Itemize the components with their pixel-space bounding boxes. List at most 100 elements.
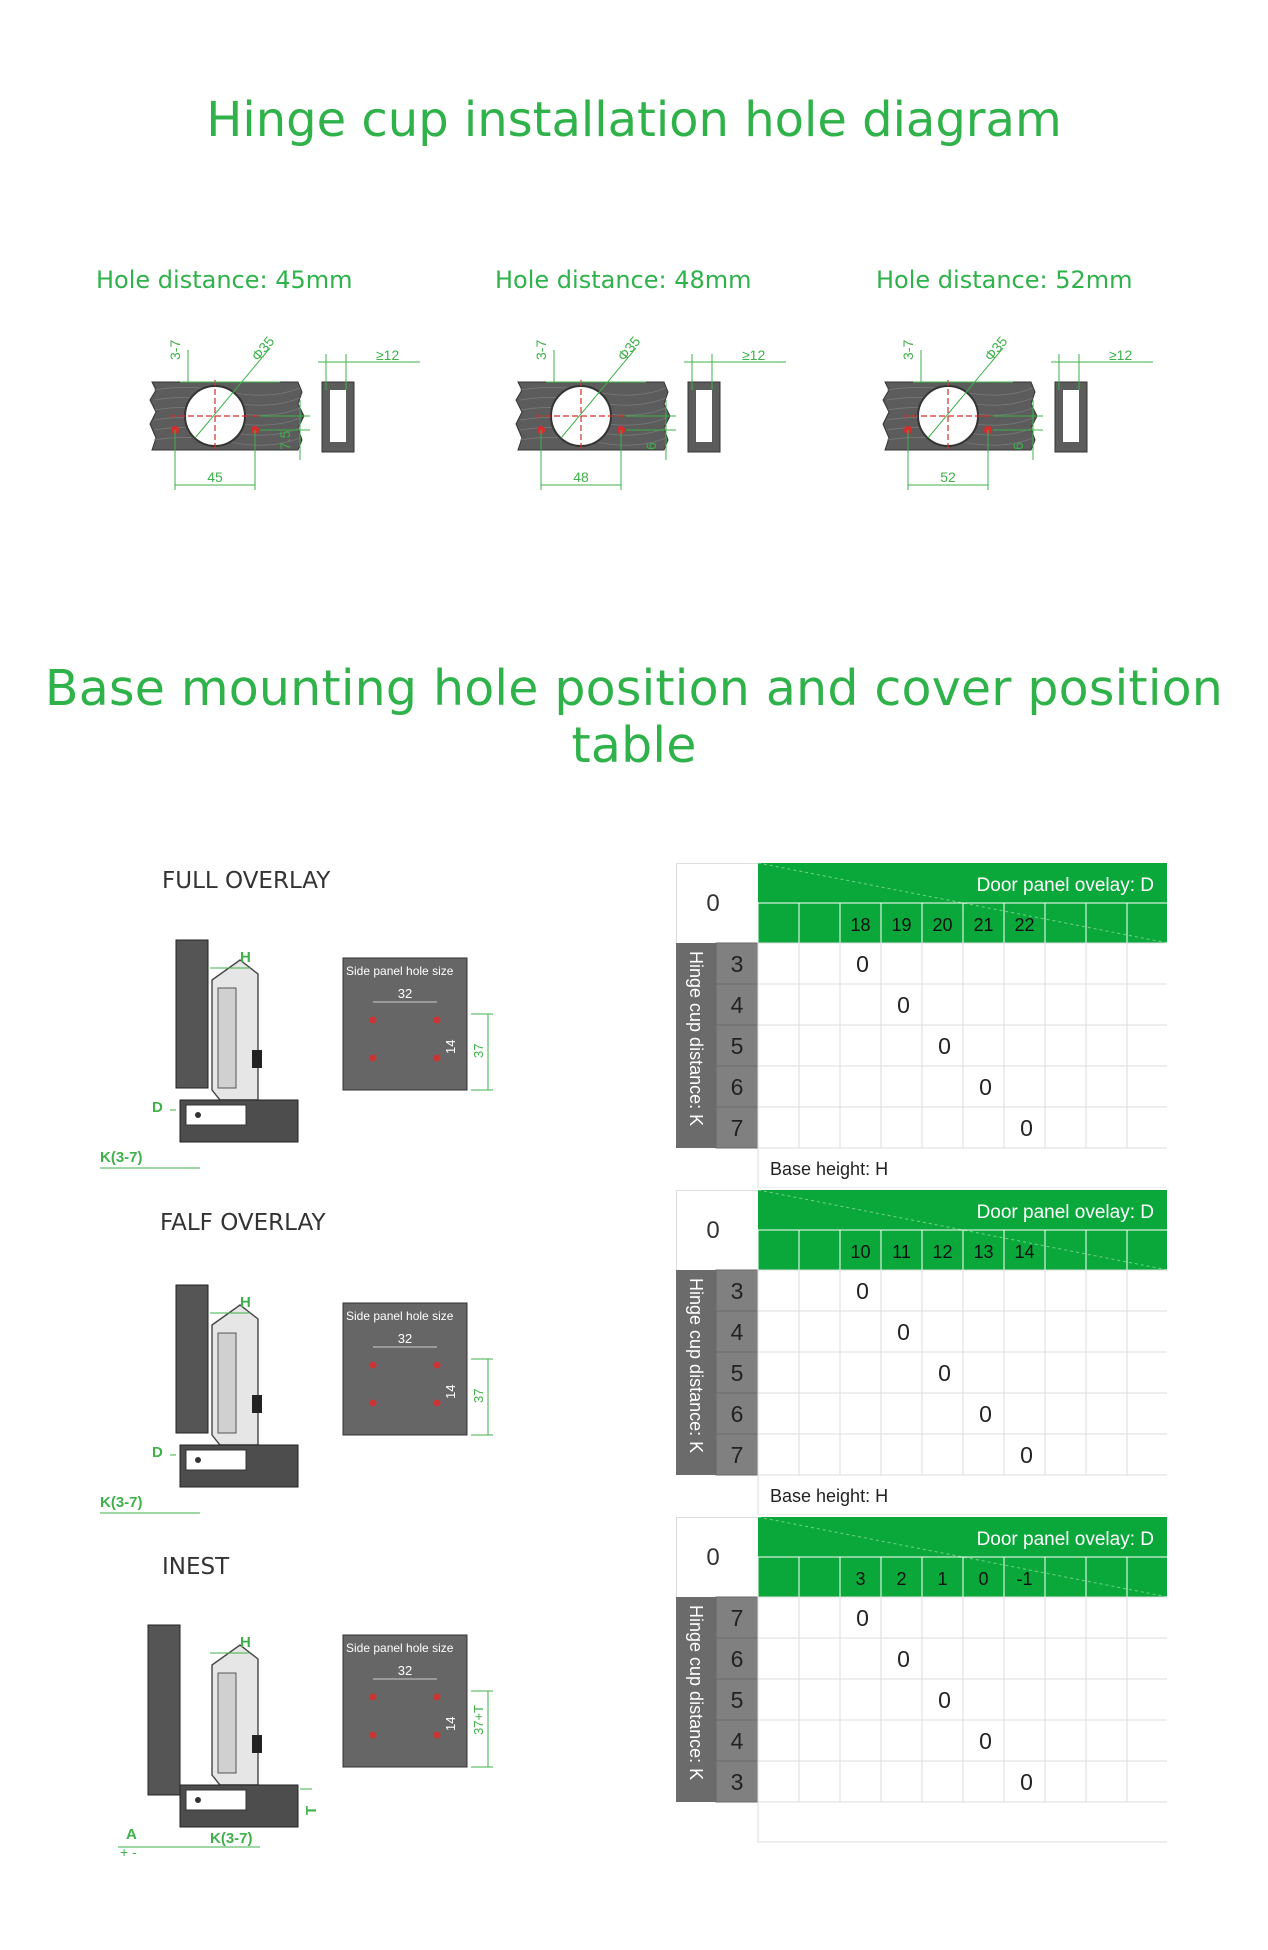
dim-height-label: 7.5 [277, 430, 293, 450]
column-header: 19 [891, 915, 911, 935]
panel-hole [369, 1054, 377, 1062]
grid-cell [798, 1760, 841, 1803]
grid-cell [1126, 1106, 1167, 1149]
cell-zero: 0 [1020, 1769, 1033, 1795]
grid-cell [798, 1719, 841, 1762]
row-header: 5 [731, 1687, 744, 1713]
cell-zero: 0 [979, 1074, 992, 1100]
row-header-cell [715, 1760, 759, 1803]
grid-cell [921, 1637, 964, 1680]
grid-cell [880, 1392, 923, 1435]
grid-cell [1003, 983, 1046, 1026]
footer-cell [757, 1147, 1167, 1188]
row-header: 6 [731, 1646, 744, 1672]
grid-cell [1003, 1392, 1046, 1435]
cell-zero: 0 [856, 1278, 869, 1304]
column-header: 18 [850, 915, 870, 935]
grid-cell [1044, 1106, 1087, 1149]
grid-cell [962, 1392, 1005, 1435]
dim-depth-label: 3-7 [533, 340, 549, 360]
dim-width-label: 45 [207, 469, 223, 485]
column-header: 1 [937, 1569, 947, 1589]
grid-cell [1126, 1637, 1167, 1680]
panel-hole [433, 1054, 441, 1062]
cell-zero: 0 [897, 1646, 910, 1672]
table-corner-label: 0 [706, 1544, 719, 1571]
row-header: 3 [731, 1769, 744, 1795]
grid-cell [757, 983, 800, 1026]
grid-cell [1003, 1269, 1046, 1312]
grid-cell [1085, 983, 1128, 1026]
grid-cell [1126, 1351, 1167, 1394]
row-header-cell [715, 1596, 759, 1639]
door-panel [175, 939, 209, 1089]
grid-cell [880, 1678, 923, 1721]
panel-hole [433, 1731, 441, 1739]
footer-cell [757, 1801, 1167, 1843]
grid-cell [839, 1392, 882, 1435]
side-panel-hole-size-label: Side panel hole size [346, 1641, 454, 1655]
grid-cell [1044, 942, 1087, 985]
column-header: 13 [973, 1242, 993, 1262]
grid-cell [962, 1637, 1005, 1680]
grid-cell [757, 1719, 800, 1762]
grid-cell [798, 1310, 841, 1353]
base-plate [185, 1449, 247, 1471]
grid-cell [798, 1024, 841, 1067]
grid-cell [1126, 983, 1167, 1026]
grid-cell [1126, 1760, 1167, 1803]
grid-cell [1085, 1351, 1128, 1394]
grid-cell [1085, 1596, 1128, 1639]
grid-cell [880, 942, 923, 985]
grid-cell [1126, 1596, 1167, 1639]
grid-cell [1003, 1433, 1046, 1476]
grid-cell [1044, 1392, 1087, 1435]
grid-cell [798, 1678, 841, 1721]
grid-cell [1126, 1392, 1167, 1435]
column-header: 12 [932, 1242, 952, 1262]
dim-line [560, 347, 637, 439]
cell-zero: 0 [979, 1728, 992, 1754]
grid-cell [798, 942, 841, 985]
grid-cell [921, 1760, 964, 1803]
grid-cell [921, 983, 964, 1026]
mode-label-inset: INEST [162, 1554, 230, 1580]
table-corner [676, 1517, 759, 1598]
base-screw [195, 1457, 201, 1463]
grid-cell [921, 1596, 964, 1639]
grid-cell [839, 1106, 882, 1149]
cell-zero: 0 [856, 951, 869, 977]
grid-cell [839, 1065, 882, 1108]
grid-cell [798, 1106, 841, 1149]
grid-cell [921, 1392, 964, 1435]
grid-cell [962, 983, 1005, 1026]
panel-hole [369, 1731, 377, 1739]
grid-cell [921, 1106, 964, 1149]
table-header-label: Door panel ovelay: D [977, 1529, 1154, 1550]
dim-line [194, 347, 271, 439]
grid-cell [839, 1719, 882, 1762]
column-header: 14 [1014, 1242, 1034, 1262]
grid-cell [798, 1596, 841, 1639]
side-panel-block [342, 957, 468, 1091]
door-panel [175, 1284, 209, 1434]
panel-hole [369, 1016, 377, 1024]
grid-cell [1044, 1760, 1087, 1803]
grid-cell [962, 942, 1005, 985]
dim-14-label: 14 [443, 1717, 458, 1731]
grid-cell [1044, 1024, 1087, 1067]
column-header: 21 [973, 915, 993, 935]
grid-cell [1085, 1760, 1128, 1803]
hinge-screw [252, 1050, 262, 1068]
grid-cell [757, 942, 800, 985]
grid-cell [880, 1637, 923, 1680]
grid-cell [757, 1433, 800, 1476]
column-header: -1 [1016, 1569, 1032, 1589]
grid-cell [1044, 983, 1087, 1026]
grid-cell [757, 1596, 800, 1639]
grid-cell [1044, 1065, 1087, 1108]
grid-cell [880, 1351, 923, 1394]
grid-cell [921, 1310, 964, 1353]
